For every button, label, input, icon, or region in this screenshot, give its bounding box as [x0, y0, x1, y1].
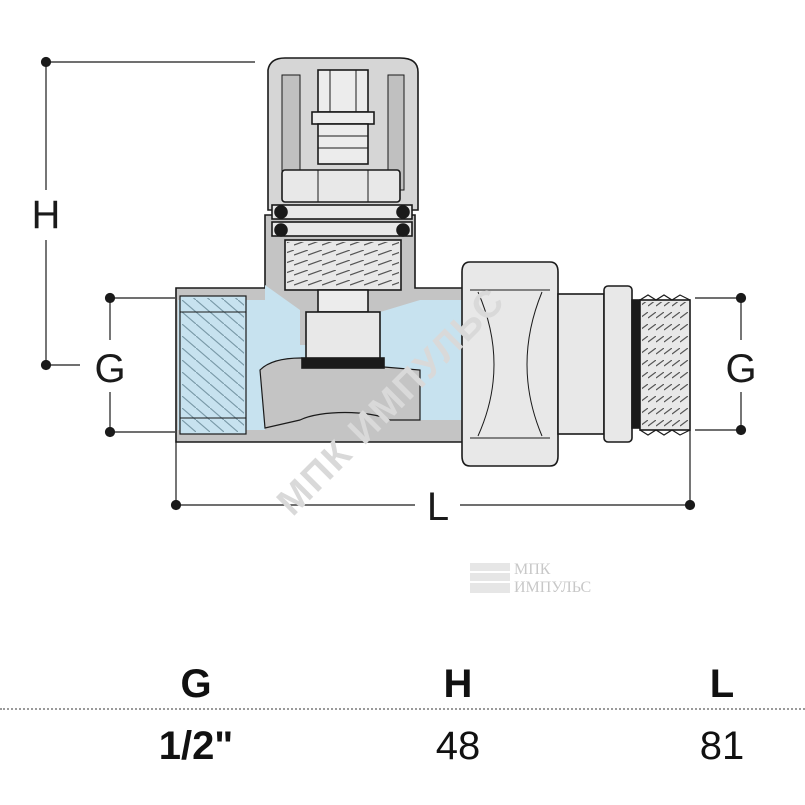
valve-cap — [267, 57, 419, 369]
header-g: G — [180, 662, 212, 706]
valve-technical-drawing: H G G L — [32, 56, 757, 596]
height-label: H — [32, 193, 61, 237]
value-h: 48 — [435, 724, 481, 768]
spec-table: G H L 1/2" 48 81 — [0, 650, 805, 800]
watermark-logo-line1: МПК — [514, 561, 551, 578]
thread-left-label: G — [94, 347, 125, 391]
value-l: 81 — [699, 724, 745, 768]
dimension-lines — [40, 56, 747, 511]
thread-right-label: G — [725, 347, 756, 391]
watermark-logo: МПК ИМПУЛЬС — [470, 561, 591, 596]
watermark-logo-line2: ИМПУЛЬС — [514, 579, 591, 596]
value-g: 1/2" — [158, 724, 234, 768]
union-nut — [461, 261, 691, 467]
header-l: L — [709, 662, 735, 706]
header-h: H — [443, 662, 473, 706]
length-label: L — [427, 485, 449, 529]
table-divider — [0, 708, 805, 710]
